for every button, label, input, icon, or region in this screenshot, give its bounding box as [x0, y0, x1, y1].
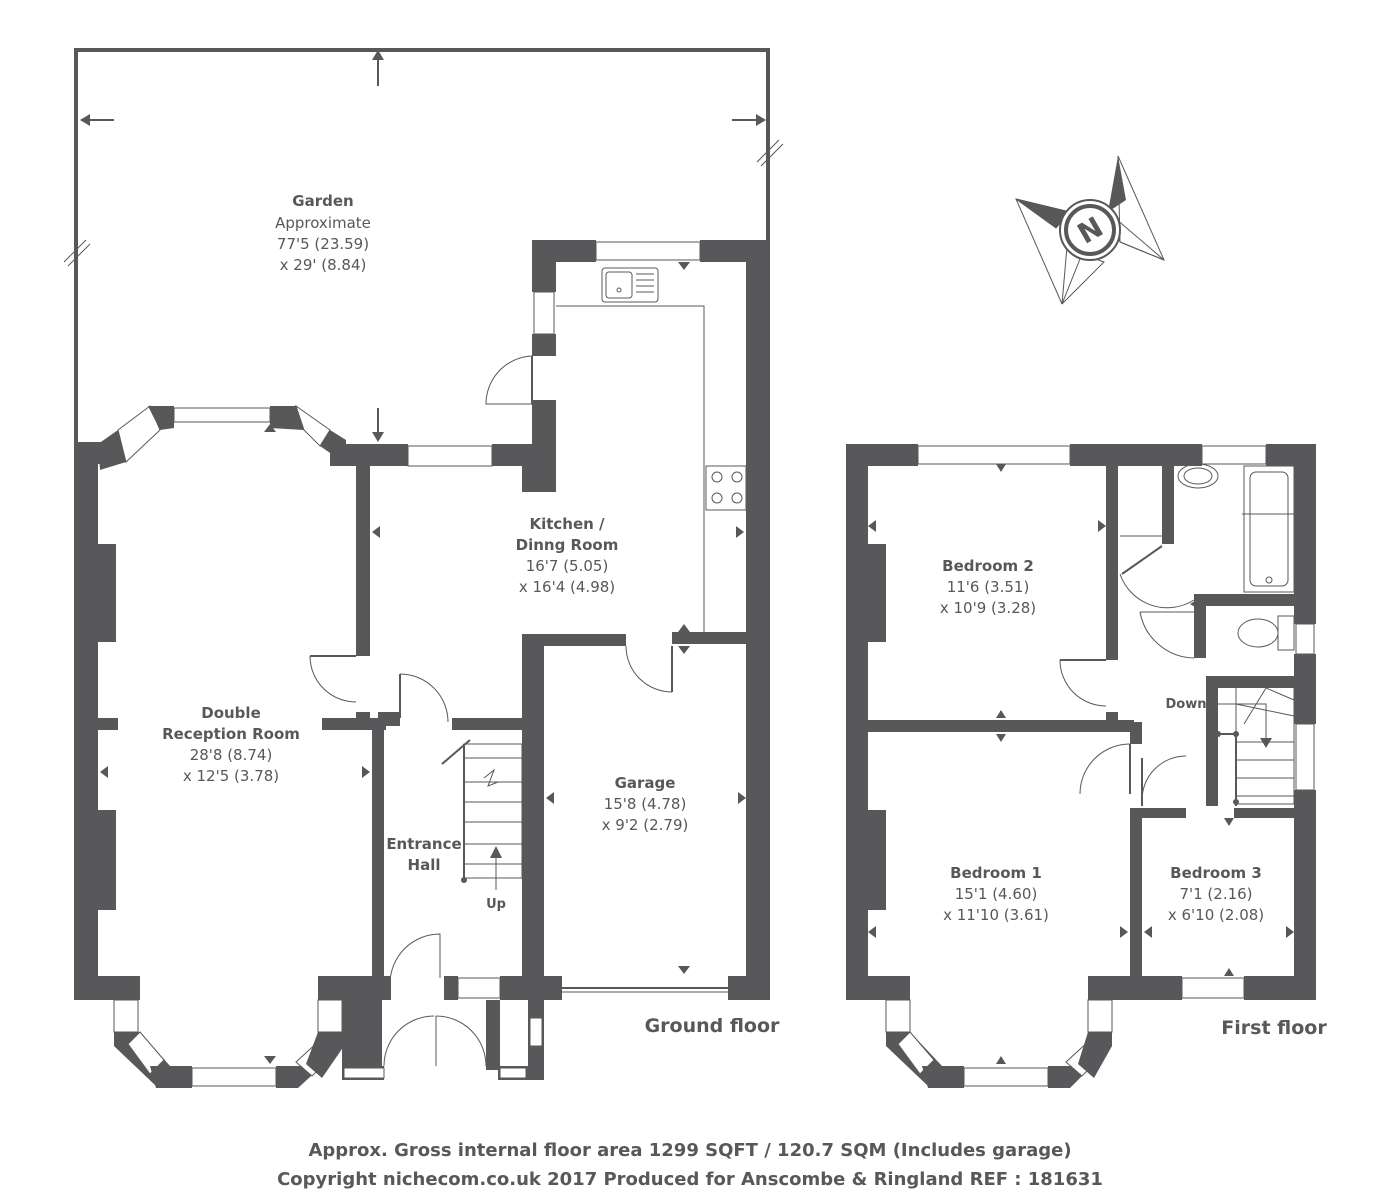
garage-name: Garage	[615, 774, 676, 792]
kitchen-name-1: Kitchen /	[529, 515, 605, 533]
footer-copyright: Copyright nichecom.co.uk 2017 Produced f…	[277, 1169, 1103, 1190]
garden-label: Garden Approximate 77'5 (23.59) x 29' (8…	[275, 192, 371, 274]
reception-label: Double Reception Room 28'8 (8.74) x 12'5…	[162, 704, 300, 785]
reception-dim-1: 28'8 (8.74)	[190, 746, 273, 764]
reception-name-1: Double	[201, 704, 261, 722]
first-floor-label: First floor	[1221, 1017, 1327, 1039]
kitchen-dim-2: x 16'4 (4.98)	[519, 578, 615, 596]
garden-approx: Approximate	[275, 214, 371, 232]
bedroom2-label: Bedroom 2 11'6 (3.51) x 10'9 (3.28)	[940, 557, 1036, 617]
bedroom3-dim-1: 7'1 (2.16)	[1179, 885, 1252, 903]
reception-dim-2: x 12'5 (3.78)	[183, 767, 279, 785]
bedroom1-name: Bedroom 1	[950, 864, 1042, 882]
bedroom3-dim-2: x 6'10 (2.08)	[1168, 906, 1264, 924]
garage-dim-1: 15'8 (4.78)	[604, 795, 687, 813]
garage-label: Garage 15'8 (4.78) x 9'2 (2.79)	[602, 774, 689, 834]
bedroom2-name: Bedroom 2	[942, 557, 1034, 575]
first-floor-fixtures	[868, 463, 1296, 1064]
ground-floor-walls	[74, 240, 770, 1088]
stairs-down-label: Down	[1166, 697, 1207, 712]
entrance-name-2: Hall	[408, 856, 441, 874]
stairs-up-label: Up	[486, 897, 506, 912]
ground-floor-label: Ground floor	[645, 1015, 780, 1037]
kitchen-name-2: Dinng Room	[516, 536, 619, 554]
kitchen-dim-1: 16'7 (5.05)	[526, 557, 609, 575]
garden-area	[63, 48, 784, 444]
garden-width: x 29' (8.84)	[280, 256, 367, 274]
footer-floor-area: Approx. Gross internal floor area 1299 S…	[308, 1140, 1071, 1161]
bedroom1-label: Bedroom 1 15'1 (4.60) x 11'10 (3.61)	[943, 864, 1049, 924]
garden-name: Garden	[292, 192, 353, 210]
bedroom2-dim-2: x 10'9 (3.28)	[940, 599, 1036, 617]
entrance-name-1: Entrance	[386, 835, 461, 853]
reception-name-2: Reception Room	[162, 725, 300, 743]
bedroom3-name: Bedroom 3	[1170, 864, 1262, 882]
garden-length: 77'5 (23.59)	[277, 235, 369, 253]
bedroom1-dim-2: x 11'10 (3.61)	[943, 906, 1049, 924]
bedroom3-label: Bedroom 3 7'1 (2.16) x 6'10 (2.08)	[1168, 864, 1264, 924]
ground-floor-fixtures	[100, 262, 747, 1067]
garage-dim-2: x 9'2 (2.79)	[602, 816, 689, 834]
bedroom1-dim-1: 15'1 (4.60)	[955, 885, 1038, 903]
first-floor-walls	[846, 444, 1316, 1088]
compass-icon: N	[1015, 155, 1165, 305]
kitchen-label: Kitchen / Dinng Room 16'7 (5.05) x 16'4 …	[516, 515, 619, 596]
entrance-hall-label: Entrance Hall	[386, 835, 461, 874]
bedroom2-dim-1: 11'6 (3.51)	[947, 578, 1030, 596]
